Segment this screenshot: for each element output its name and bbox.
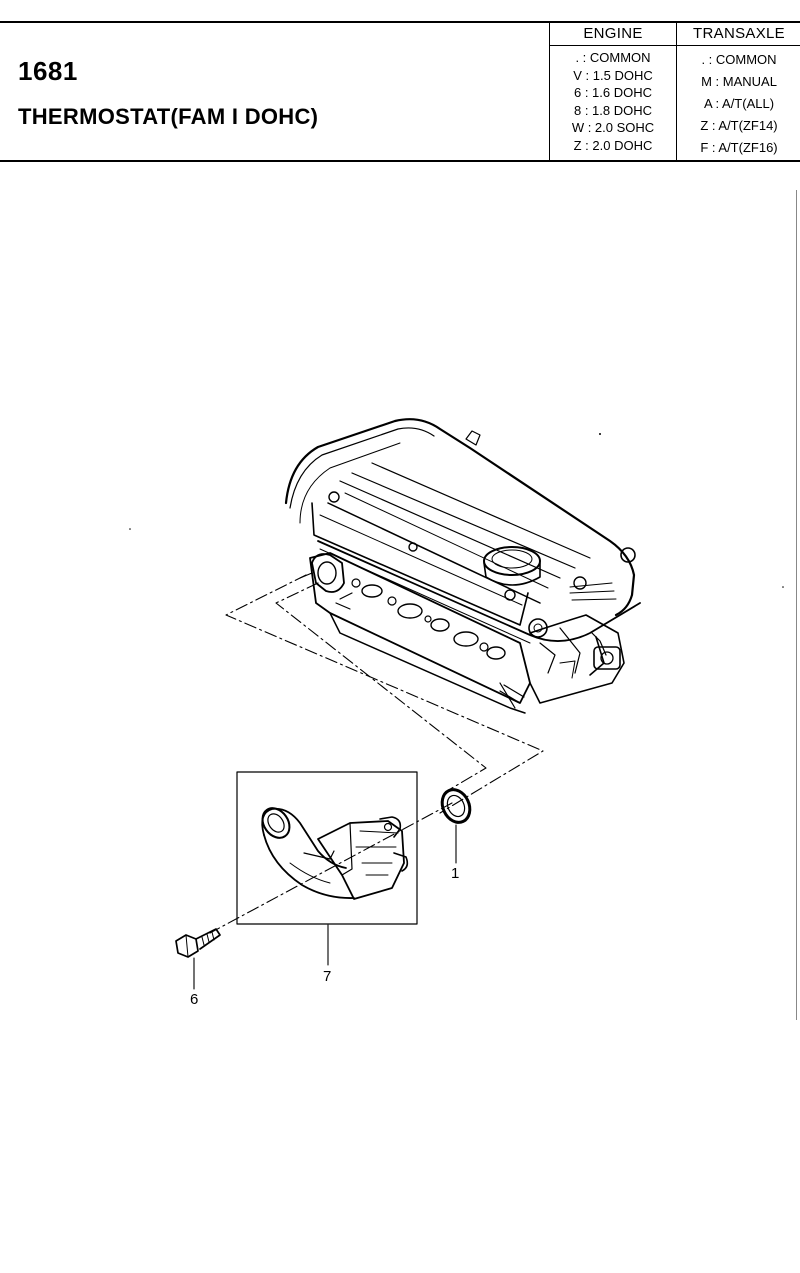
page-edge-line xyxy=(796,190,797,1020)
oil-filler-cap xyxy=(483,546,541,576)
transaxle-code: F : A/T(ZF16) xyxy=(700,140,778,155)
diagram-drawing xyxy=(129,418,784,990)
transaxle-code: Z : A/T(ZF14) xyxy=(700,118,778,133)
transaxle-code: . : COMMON xyxy=(701,52,777,67)
exploded-diagram: 1 7 6 xyxy=(0,163,800,1268)
engine-code-list: . : COMMON V : 1.5 DOHC 6 : 1.6 DOHC 8 :… xyxy=(550,46,676,154)
engine-heading: ENGINE xyxy=(550,23,676,46)
header-top-rule xyxy=(0,21,800,23)
flange-bolt xyxy=(175,928,221,958)
code-legend: ENGINE . : COMMON V : 1.5 DOHC 6 : 1.6 D… xyxy=(549,23,800,161)
engine-code: V : 1.5 DOHC xyxy=(573,67,653,83)
header-bottom-rule xyxy=(0,160,800,162)
callout-1: 1 xyxy=(451,865,460,882)
engine-code: . : COMMON xyxy=(575,50,651,65)
engine-code: 8 : 1.8 DOHC xyxy=(573,102,653,118)
reference-line-inner xyxy=(275,582,487,792)
part-title: THERMOSTAT(FAM I DOHC) xyxy=(18,104,319,129)
reference-line-bolt xyxy=(209,802,453,934)
callout-6: 6 xyxy=(190,991,199,1008)
engine-code: Z : 2.0 DOHC xyxy=(573,137,653,153)
thermostat-housing xyxy=(261,807,409,900)
transaxle-column: TRANSAXLE . : COMMON M : MANUAL A : A/T(… xyxy=(677,23,800,161)
cylinder-head-illustration xyxy=(284,418,641,714)
transaxle-code: M : MANUAL xyxy=(701,74,777,89)
transaxle-code-list: . : COMMON M : MANUAL A : A/T(ALL) Z : A… xyxy=(677,46,800,159)
head-water-outlet xyxy=(311,553,345,593)
cylinder-head-body xyxy=(309,552,531,704)
transaxle-heading: TRANSAXLE xyxy=(677,23,800,46)
part-number: 1681 xyxy=(18,56,78,86)
parts-header: 1681 THERMOSTAT(FAM I DOHC) ENGINE . : C… xyxy=(0,0,800,163)
engine-column: ENGINE . : COMMON V : 1.5 DOHC 6 : 1.6 D… xyxy=(550,23,677,161)
transaxle-code: A : A/T(ALL) xyxy=(703,96,775,111)
reference-lines xyxy=(209,574,544,934)
housing-assembly-box xyxy=(236,771,418,925)
gasket-ring xyxy=(440,788,472,824)
reference-line-outer xyxy=(225,574,544,814)
engine-code: W : 2.0 SOHC xyxy=(571,120,655,135)
valve-cover-outline xyxy=(284,418,636,617)
engine-code: 6 : 1.6 DOHC xyxy=(573,85,653,100)
callout-7: 7 xyxy=(323,968,332,985)
